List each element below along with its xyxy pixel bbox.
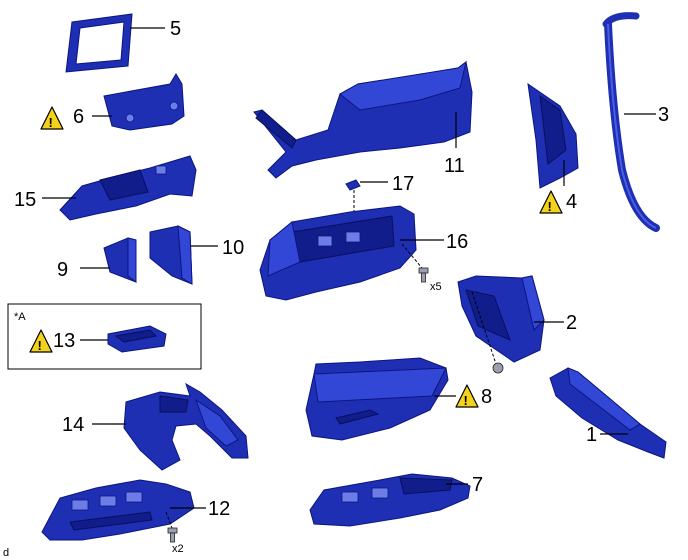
qty-12: x2 [172, 543, 184, 555]
part-3-weatherstrip [602, 12, 660, 232]
svg-text:!: ! [548, 199, 552, 214]
part-15-bracket [59, 155, 197, 221]
caution-icon-4: ! [539, 190, 563, 214]
qty-16: x5 [430, 281, 442, 293]
part-7-lower-bracket [309, 473, 471, 527]
caution-icon-8: ! [455, 384, 479, 408]
svg-text:!: ! [464, 393, 468, 408]
label-5: 5 [170, 18, 181, 40]
part-17-clip [345, 179, 361, 191]
label-7: 7 [472, 474, 483, 496]
bolt-icon-2 [492, 362, 504, 374]
part-1-scuff-plate [549, 367, 667, 459]
bolt-icon-16 [418, 267, 429, 283]
label-4: 4 [566, 191, 577, 213]
part-10-panel [149, 225, 193, 285]
label-6: 6 [73, 106, 84, 128]
inset-box-a [7, 303, 202, 370]
part-11-upper-panel [253, 60, 473, 179]
label-17: 17 [392, 173, 414, 195]
footer-code: d [3, 547, 9, 559]
label-12: 12 [208, 498, 230, 520]
part-12-panel [41, 479, 195, 541]
inset-label: *A [14, 311, 26, 323]
label-14: 14 [62, 414, 84, 436]
label-8: 8 [481, 386, 492, 408]
part-13-tray [107, 325, 167, 353]
part-9-panel [103, 237, 137, 283]
caution-icon-6: ! [40, 106, 64, 130]
label-16: 16 [446, 231, 468, 253]
label-15: 15 [14, 189, 36, 211]
label-1: 1 [586, 424, 597, 446]
bolt-icon-12 [167, 527, 178, 543]
svg-text:!: ! [49, 115, 53, 130]
caution-icon-13: ! [29, 329, 53, 353]
part-14-console [123, 382, 249, 471]
label-13: 13 [53, 330, 75, 352]
svg-text:!: ! [38, 338, 42, 353]
part-8-glovebox [305, 357, 449, 441]
label-3: 3 [658, 104, 669, 126]
label-2: 2 [566, 312, 577, 334]
label-9: 9 [57, 259, 68, 281]
part-16-housing [259, 205, 417, 301]
part-6-bezel [103, 73, 185, 131]
label-10: 10 [222, 237, 244, 259]
part-2-cover [457, 275, 545, 363]
part-4-trim [527, 82, 579, 189]
part-5-frame [65, 13, 133, 73]
label-11: 11 [444, 155, 465, 177]
